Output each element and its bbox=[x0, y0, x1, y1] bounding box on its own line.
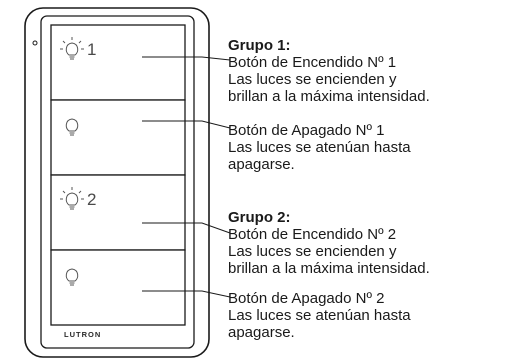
group-1-on-label: Botón de Encendido Nº 1 bbox=[228, 54, 397, 71]
button-group1-off[interactable] bbox=[50, 99, 186, 176]
bulb-off-icon bbox=[65, 268, 79, 286]
group-1-off-desc: Las luces se atenúan hasta bbox=[228, 139, 411, 156]
group-2-off-desc: apagarse. bbox=[228, 324, 295, 341]
bulb-on-icon bbox=[60, 187, 84, 210]
button-group2-off[interactable] bbox=[50, 249, 186, 326]
group-2-off-label: Botón de Apagado Nº 2 bbox=[228, 290, 385, 307]
group-1-title: Grupo 1: bbox=[228, 37, 291, 54]
group-1-on-desc: Las luces se encienden y bbox=[228, 71, 397, 88]
group-2-title: Grupo 2: bbox=[228, 209, 291, 226]
group-1-off-desc: apagarse. bbox=[228, 156, 295, 173]
leader-line bbox=[142, 120, 231, 129]
group-2-off-desc: Las luces se atenúan hasta bbox=[228, 307, 411, 324]
led-indicator bbox=[32, 40, 38, 46]
group-1-off-label: Botón de Apagado Nº 1 bbox=[228, 122, 385, 139]
group-2-on-desc: Las luces se encienden y bbox=[228, 243, 397, 260]
bulb-on-icon bbox=[60, 37, 84, 60]
leader-line bbox=[142, 290, 231, 298]
leader-line bbox=[142, 222, 231, 234]
group-2-on-desc: brillan a la máxima intensidad. bbox=[228, 260, 430, 277]
group-1-on-desc: brillan a la máxima intensidad. bbox=[228, 88, 430, 105]
button-number: 1 bbox=[87, 40, 96, 59]
bulb-off-icon bbox=[65, 118, 79, 136]
group-2-on-label: Botón de Encendido Nº 2 bbox=[228, 226, 397, 243]
brand-logo: LUTRON bbox=[64, 330, 101, 339]
button-number: 2 bbox=[87, 190, 96, 209]
pico-remote: 1 2 LUTRON bbox=[24, 7, 210, 358]
button-group1-on[interactable] bbox=[50, 24, 186, 101]
leader-line bbox=[142, 56, 231, 61]
